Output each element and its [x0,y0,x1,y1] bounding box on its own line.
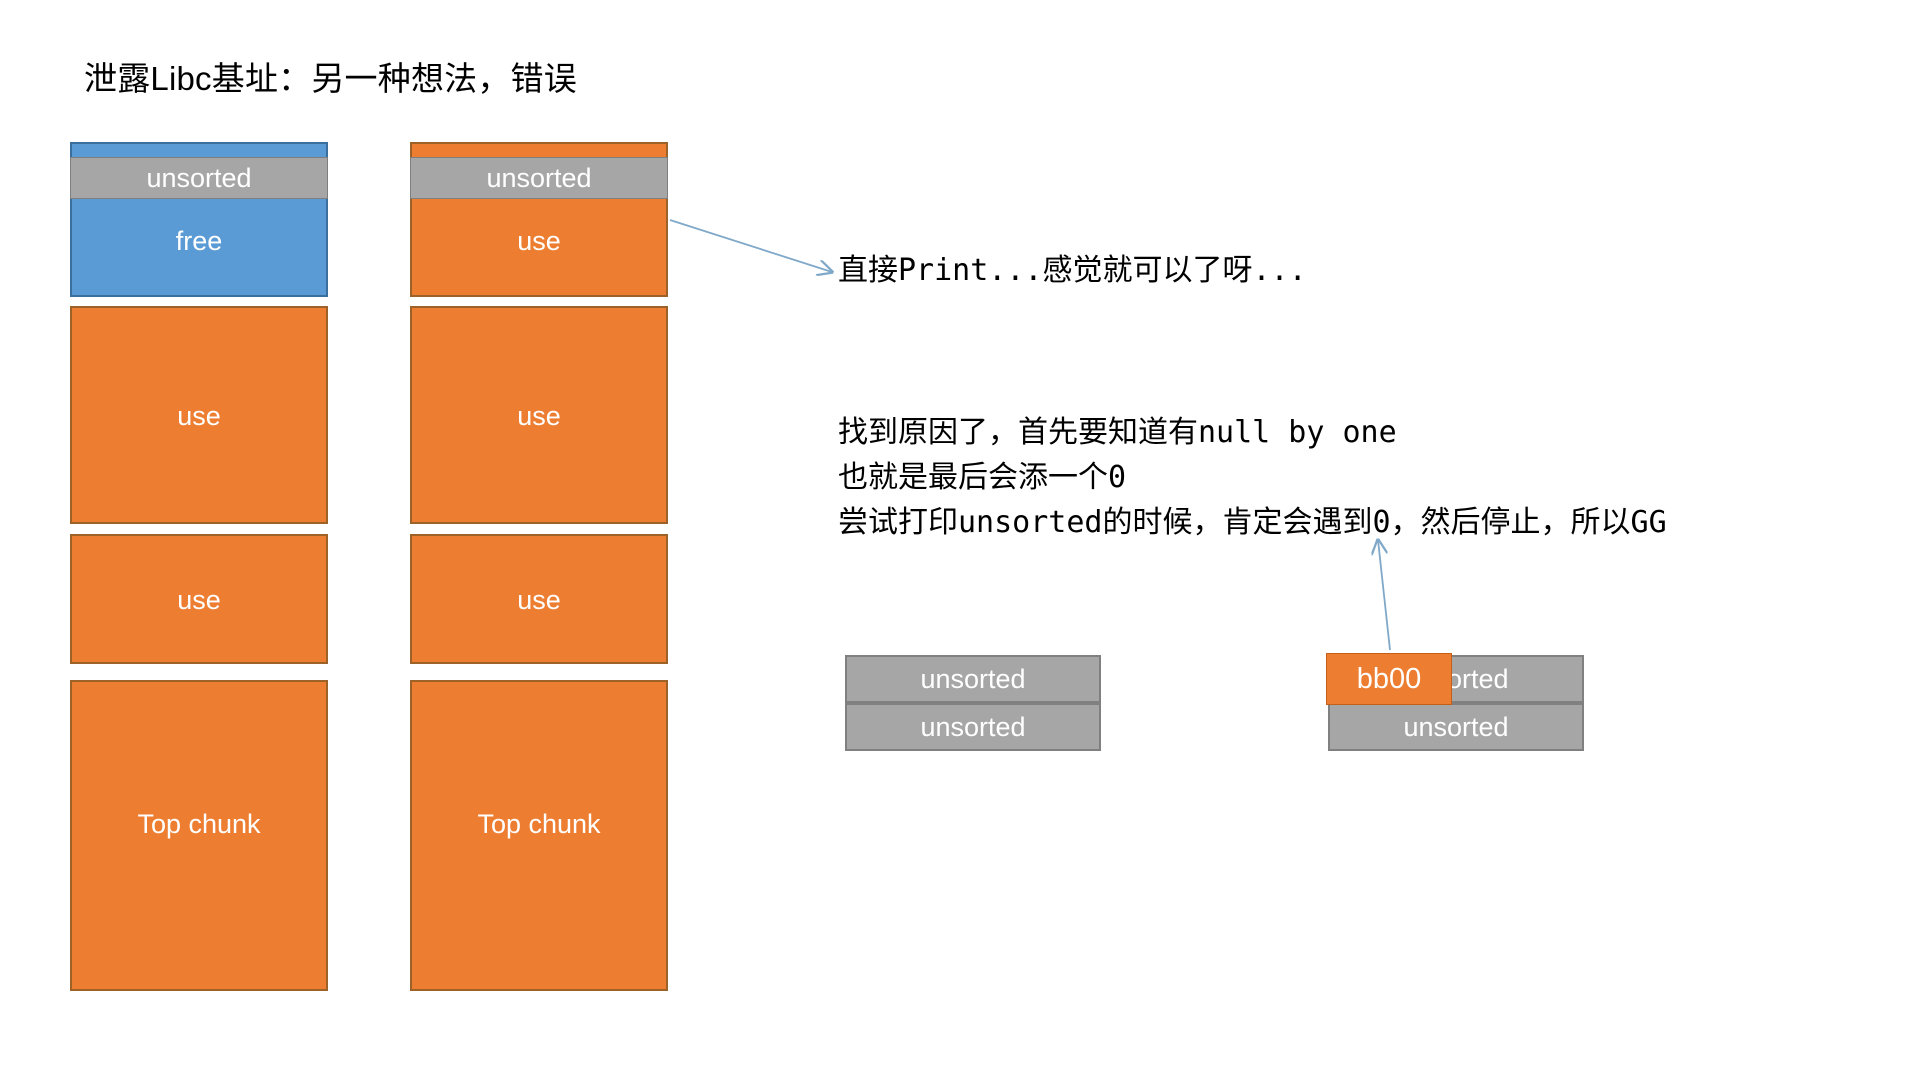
chunk-label: use [517,226,561,256]
chunk-c1-use-2: use [70,534,328,664]
chunk-label: use [177,401,221,431]
page-title: 泄露Libc基址：另一种想法，错误 [84,60,577,97]
chunk-label: use [177,585,221,615]
arrow-use-to-idea-note [669,219,832,272]
chunk-c2-top: Top chunk [410,680,668,991]
chunk-c1-top: Top chunk [70,680,328,991]
note-reason-line-3: 尝试打印unsorted的时候，肯定会遇到0，然后停止，所以GG [838,505,1667,540]
chunk-c2-use-2: use [410,534,668,664]
chunk-label: free [175,226,223,256]
unsorted-box-left-bottom: unsorted [845,703,1101,751]
band-unsorted-c1: unsorted [70,157,328,199]
chunk-c2-use-1: use [410,306,668,524]
chunk-label: use [517,401,561,431]
chunk-label: Top chunk [477,809,601,839]
note-reason-line-2: 也就是最后会添一个0 [838,460,1127,495]
chunk-c1-use-1: use [70,306,328,524]
chunk-label: use [517,585,561,615]
note-reason-line-1: 找到原因了，首先要知道有null by one [838,415,1397,450]
band-unsorted-c2: unsorted [410,157,668,199]
chunk-label: Top chunk [137,809,261,839]
bb00-overlay-box: bb00 [1326,653,1452,705]
arrow-bb00-to-zero [1378,540,1391,651]
note-idea: 直接Print...感觉就可以了呀... [838,253,1307,288]
unsorted-box-left-top: unsorted [845,655,1101,703]
unsorted-box-right-bottom: unsorted [1328,703,1584,751]
